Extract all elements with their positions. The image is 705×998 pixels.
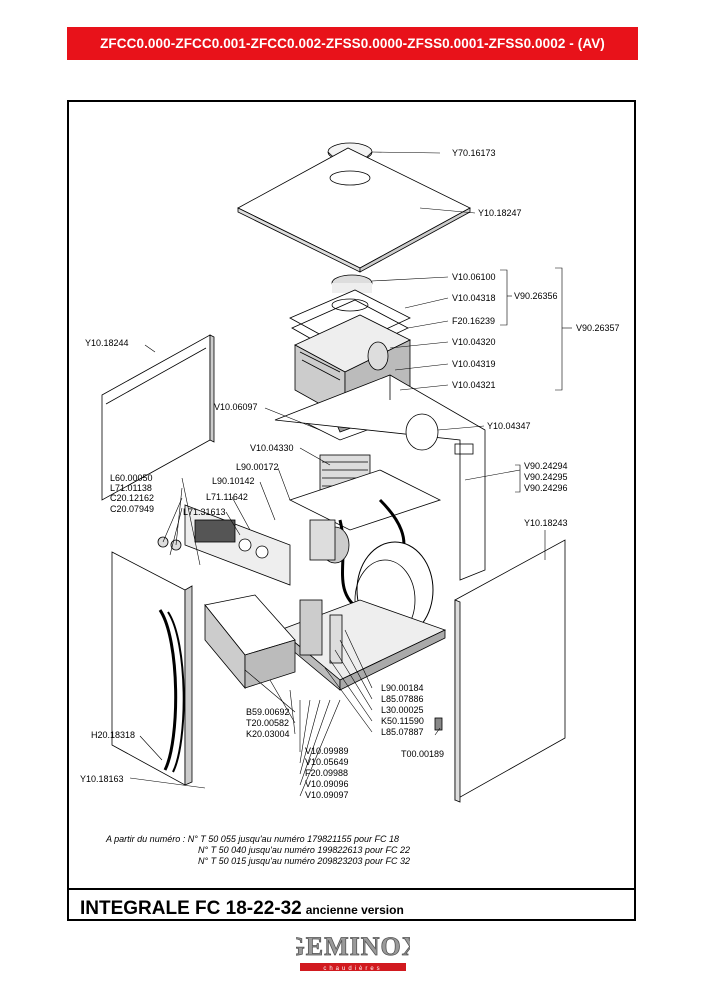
part-label: V10.09096 — [305, 779, 349, 789]
part-label: C20.07949 — [110, 504, 155, 514]
serial-note-line-2: N° T 50 040 jusqu'au numéro 199822613 po… — [198, 845, 410, 855]
geminox-logo: GEMINOX chaudières — [296, 928, 410, 972]
part-label: L85.07886 — [381, 694, 424, 704]
part-label: V90.24294 — [524, 461, 568, 471]
part-label: C20.12162 — [110, 493, 155, 503]
part-label: K50.11590 — [381, 716, 424, 726]
title-separator — [67, 888, 636, 890]
part-label: Y10.18163 — [80, 774, 124, 784]
part-label: V10.04319 — [452, 359, 496, 369]
part-label: Y10.04347 — [487, 421, 531, 431]
part-label: L60.00050 — [110, 473, 153, 483]
document-banner: ZFCC0.000-ZFCC0.001-ZFCC0.002-ZFSS0.0000… — [67, 27, 638, 60]
part-label: L30.00025 — [381, 705, 424, 715]
document-title-subtitle: ancienne version — [305, 903, 404, 917]
part-label: V10.06100 — [452, 272, 496, 282]
part-label: K20.03004 — [246, 729, 290, 739]
part-label: L71.01138 — [110, 483, 152, 493]
part-label: Y70.16173 — [452, 148, 496, 158]
document-title-main: INTEGRALE FC 18-22-32 — [80, 898, 302, 919]
part-label: F20.09988 — [305, 768, 349, 778]
part-label: V10.05649 — [305, 757, 349, 767]
part-label: F20.16239 — [452, 316, 496, 326]
drawing-frame — [67, 100, 636, 921]
part-label: V10.04320 — [452, 337, 496, 347]
part-label: V10.09989 — [305, 746, 349, 756]
part-label: T20.00582 — [246, 718, 290, 728]
part-label: Y10.18243 — [524, 518, 568, 528]
part-label: V10.04318 — [452, 293, 496, 303]
top-cover-shape — [237, 147, 471, 269]
part-label: V10.04330 — [250, 443, 294, 453]
part-label: Y10.18247 — [478, 208, 522, 218]
part-label: V90.26357 — [576, 323, 620, 333]
part-label: T00.00189 — [401, 749, 445, 759]
part-label: V10.09097 — [305, 790, 349, 800]
part-label: L71.11642 — [206, 492, 248, 502]
part-label: V90.24295 — [524, 472, 568, 482]
serial-note-line-3: N° T 50 015 jusqu'au numéro 209823203 po… — [198, 856, 410, 866]
part-label: L90.00184 — [381, 683, 424, 693]
part-label: V10.04321 — [452, 380, 496, 390]
part-label: L85.07887 — [381, 727, 424, 737]
part-label: V90.24296 — [524, 483, 568, 493]
part-label: H20.18318 — [91, 730, 136, 740]
serial-note-line-1: A partir du numéro : N° T 50 055 jusqu'a… — [106, 834, 399, 844]
part-label: V90.26356 — [514, 291, 558, 301]
part-label: B59.00692 — [246, 707, 290, 717]
logo-wordmark: GEMINOX — [296, 932, 410, 961]
part-label: L90.00172 — [236, 462, 279, 472]
part-label: L71.31613 — [183, 507, 226, 517]
part-label: Y10.18244 — [85, 338, 129, 348]
part-label: L90.10142 — [212, 476, 255, 486]
part-label: V10.06097 — [214, 402, 258, 412]
logo-tagline: chaudières — [323, 966, 382, 972]
